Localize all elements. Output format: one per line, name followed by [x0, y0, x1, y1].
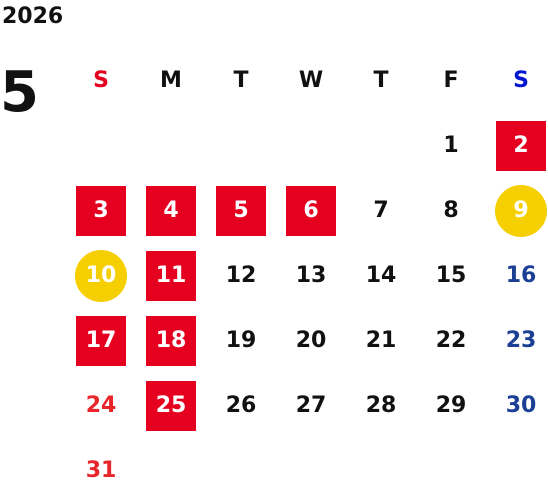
day-number: 15	[435, 263, 467, 288]
highlighted-day-cell: 10	[66, 243, 136, 308]
day-number: 5	[233, 198, 249, 223]
month-number: 5	[0, 60, 39, 125]
day-number: 25	[155, 393, 187, 418]
day-number: 27	[295, 393, 327, 418]
day-number: 21	[365, 328, 397, 353]
day-cell: 1	[416, 113, 486, 178]
weekday-label: T	[233, 68, 249, 93]
day-number: 17	[85, 328, 117, 353]
weekday-label: S	[93, 68, 109, 93]
day-number: 20	[295, 328, 327, 353]
day-cell: 24	[66, 373, 136, 438]
highlighted-day-cell: 9	[486, 178, 548, 243]
weekday-label: S	[513, 68, 529, 93]
day-number: 13	[295, 263, 327, 288]
weekday-label: T	[373, 68, 389, 93]
day-cell: 8	[416, 178, 486, 243]
weekday-label: W	[298, 68, 324, 93]
day-number: 22	[435, 328, 467, 353]
holiday-day-cell: 25	[136, 373, 206, 438]
year-label: 2026	[2, 4, 64, 29]
day-number: 14	[365, 263, 397, 288]
weekday-label: F	[443, 68, 459, 93]
weekday-header: S	[486, 48, 548, 113]
holiday-day-cell: 5	[206, 178, 276, 243]
day-cell: 20	[276, 308, 346, 373]
day-cell: 14	[346, 243, 416, 308]
holiday-day-cell: 18	[136, 308, 206, 373]
weekday-label: M	[160, 68, 182, 93]
day-number: 3	[93, 198, 109, 223]
day-number: 10	[85, 263, 117, 288]
day-cell: 31	[66, 438, 136, 503]
day-cell: 22	[416, 308, 486, 373]
day-number: 9	[513, 198, 529, 223]
day-number: 7	[373, 198, 389, 223]
day-cell: 7	[346, 178, 416, 243]
day-number: 23	[505, 328, 537, 353]
day-number: 24	[85, 393, 117, 418]
day-cell: 19	[206, 308, 276, 373]
day-number: 12	[225, 263, 257, 288]
day-cell: 15	[416, 243, 486, 308]
day-number: 30	[505, 393, 537, 418]
day-number: 31	[85, 458, 117, 483]
weekday-header: F	[416, 48, 486, 113]
holiday-day-cell: 6	[276, 178, 346, 243]
day-cell: 23	[486, 308, 548, 373]
day-cell: 30	[486, 373, 548, 438]
day-cell: 13	[276, 243, 346, 308]
day-cell: 21	[346, 308, 416, 373]
day-number: 16	[505, 263, 537, 288]
day-number: 18	[155, 328, 187, 353]
day-number: 28	[365, 393, 397, 418]
day-cell: 16	[486, 243, 548, 308]
day-number: 26	[225, 393, 257, 418]
day-cell: 27	[276, 373, 346, 438]
holiday-day-cell: 3	[66, 178, 136, 243]
weekday-header: M	[136, 48, 206, 113]
holiday-day-cell: 2	[486, 113, 548, 178]
weekday-header: W	[276, 48, 346, 113]
day-number: 19	[225, 328, 257, 353]
day-cell: 28	[346, 373, 416, 438]
weekday-header: S	[66, 48, 136, 113]
holiday-day-cell: 17	[66, 308, 136, 373]
day-cell: 29	[416, 373, 486, 438]
day-number: 4	[163, 198, 179, 223]
day-number: 8	[443, 198, 459, 223]
holiday-day-cell: 11	[136, 243, 206, 308]
day-cell: 26	[206, 373, 276, 438]
holiday-day-cell: 4	[136, 178, 206, 243]
day-cell: 12	[206, 243, 276, 308]
day-number: 2	[513, 133, 529, 158]
day-number: 11	[155, 263, 187, 288]
day-number: 6	[303, 198, 319, 223]
day-number: 1	[443, 133, 459, 158]
weekday-header: T	[206, 48, 276, 113]
day-number: 29	[435, 393, 467, 418]
weekday-header: T	[346, 48, 416, 113]
